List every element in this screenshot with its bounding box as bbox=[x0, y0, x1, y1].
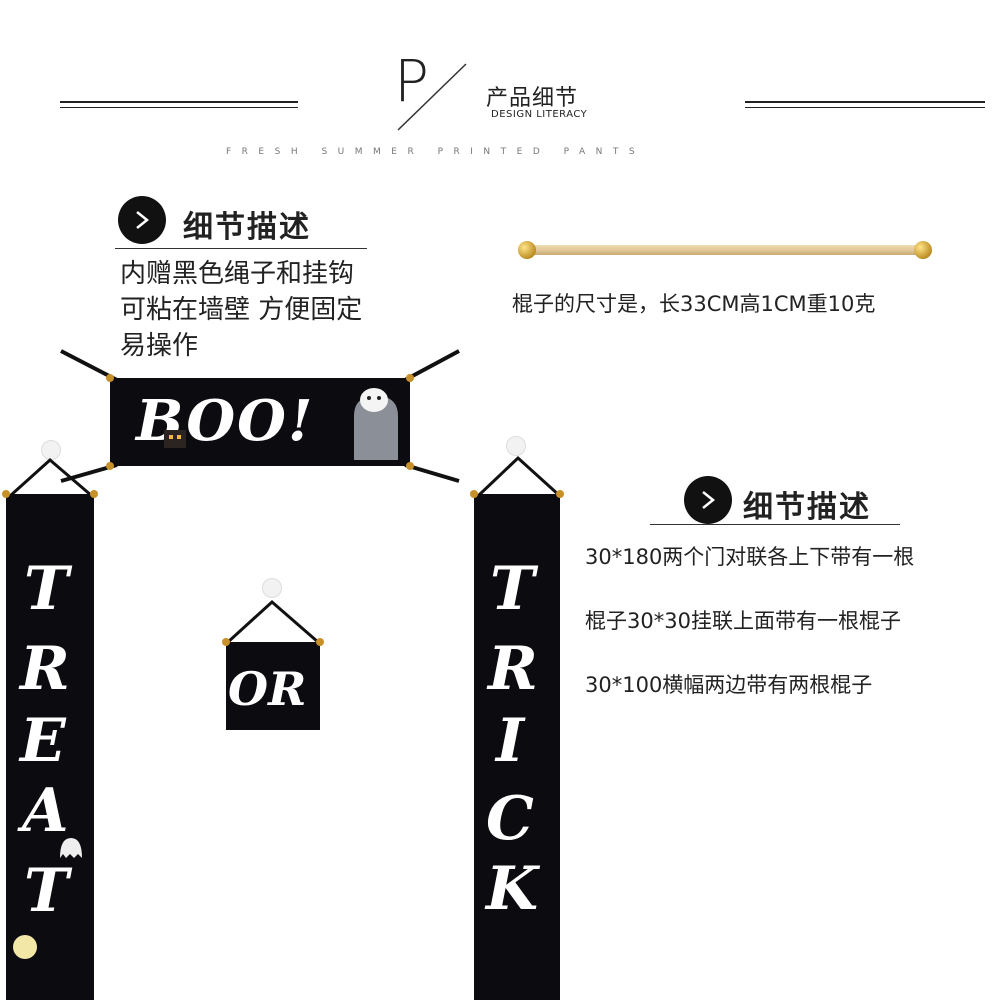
house-icon bbox=[164, 430, 186, 448]
moon-icon bbox=[13, 935, 37, 959]
left-banner-hanger bbox=[8, 458, 93, 498]
treat-letter-3: E bbox=[20, 706, 66, 776]
detail2-underline bbox=[650, 524, 900, 525]
header-tagline: FRESH SUMMER PRINTED PANTS bbox=[226, 147, 646, 157]
adhesive-hook-icon-middle bbox=[262, 578, 282, 598]
detail2-title: 细节描述 bbox=[743, 490, 871, 525]
or-rod-end-l bbox=[222, 638, 230, 646]
detail1-line-3: 易操作 bbox=[120, 331, 199, 361]
detail1-title: 细节描述 bbox=[183, 210, 311, 245]
header-line-right-2 bbox=[745, 107, 985, 108]
trick-rod-end-l bbox=[470, 490, 478, 498]
header-title: 产品细节 bbox=[486, 86, 579, 111]
treat-letter-4: A bbox=[22, 776, 69, 846]
trick-letter-3: I bbox=[496, 706, 525, 776]
wooden-rod-image bbox=[518, 241, 932, 259]
adhesive-hook-icon-right bbox=[506, 436, 526, 456]
treat-letter-1: T bbox=[24, 554, 69, 624]
detail2-line-1: 30*180两个门对联各上下带有一根 bbox=[585, 545, 915, 569]
header-subtitle: DESIGN LITERACY bbox=[491, 109, 588, 120]
treat-rod-end-r bbox=[90, 490, 98, 498]
or-rod-end-r bbox=[316, 638, 324, 646]
detail1-line-1: 内赠黑色绳子和挂钩 bbox=[120, 259, 355, 289]
header-slash-icon bbox=[397, 63, 467, 131]
detail2-line-2: 棍子30*30挂联上面带有一根棍子 bbox=[585, 609, 901, 633]
treat-banner: T R E A T bbox=[6, 494, 94, 1000]
trick-letter-5: K bbox=[486, 854, 539, 924]
ghost-icon bbox=[60, 838, 82, 858]
boo-rod-end-tr bbox=[406, 374, 414, 382]
boo-banner: BOO! bbox=[110, 378, 410, 466]
trick-letter-2: R bbox=[488, 634, 538, 704]
detail1-line-2: 可粘在墙壁 方便固定 bbox=[120, 295, 363, 325]
boo-rod-end-br bbox=[406, 462, 414, 470]
header-line-left bbox=[60, 101, 298, 103]
treat-letter-5: T bbox=[24, 856, 69, 926]
trick-letter-4: C bbox=[486, 784, 534, 854]
treat-letter-2: R bbox=[20, 634, 70, 704]
rod-caption: 棍子的尺寸是，长33CM高1CM重10克 bbox=[512, 292, 876, 316]
middle-banner-hanger bbox=[226, 599, 319, 644]
detail1-underline bbox=[115, 248, 367, 249]
boo-rod-end-bl bbox=[106, 462, 114, 470]
chevron-right-icon bbox=[118, 196, 166, 244]
or-banner-text: OR bbox=[228, 662, 307, 716]
chevron-right-icon-2 bbox=[684, 476, 732, 524]
or-banner: OR bbox=[226, 642, 320, 730]
treat-rod-end-l bbox=[2, 490, 10, 498]
trick-banner: T R I C K bbox=[474, 494, 560, 1000]
header-line-left-2 bbox=[60, 107, 298, 108]
tombstone-icon bbox=[354, 388, 398, 460]
boo-rod-end-tl bbox=[106, 374, 114, 382]
trick-rod-end-r bbox=[556, 490, 564, 498]
header-p-letter: P bbox=[394, 47, 429, 115]
right-banner-hanger bbox=[476, 455, 562, 498]
trick-letter-1: T bbox=[490, 554, 535, 624]
detail2-line-3: 30*100横幅两边带有两根棍子 bbox=[585, 673, 873, 697]
header-line-right bbox=[745, 101, 985, 103]
